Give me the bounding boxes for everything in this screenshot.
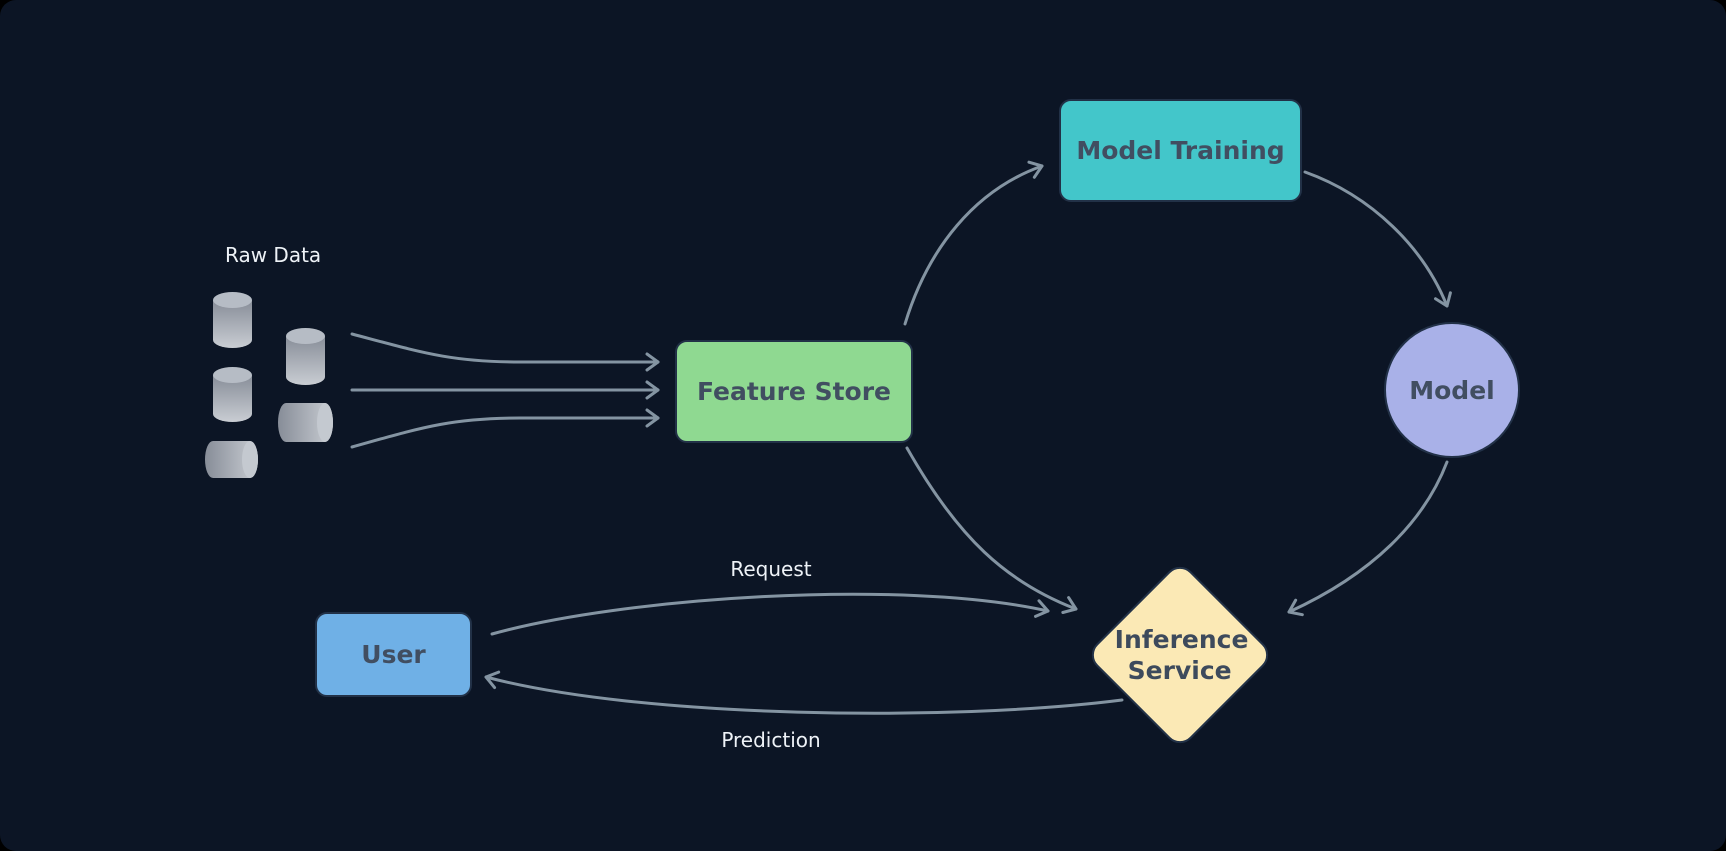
prediction-edge-label: Prediction (721, 728, 821, 752)
model-training-node: Model Training (1059, 99, 1302, 202)
inference-service-label: Inference Service (1115, 624, 1249, 685)
model-node: Model (1384, 322, 1520, 458)
raw-data-label: Raw Data (225, 243, 322, 267)
edge-featurestore-modeltraining (903, 160, 1044, 326)
database-cylinder-2 (286, 328, 325, 385)
edge-model-inference (1287, 460, 1449, 617)
feature-store-node: Feature Store (675, 340, 913, 443)
model-training-label: Model Training (1076, 136, 1285, 165)
edge-modeltraining-model (1303, 170, 1452, 308)
edge-rawdata-featurestore-3 (350, 408, 660, 449)
database-cylinder-4 (278, 403, 333, 442)
request-edge-label: Request (730, 557, 812, 581)
model-label: Model (1409, 375, 1495, 405)
edge-featurestore-inference (905, 446, 1078, 615)
edge-rawdata-featurestore-1 (350, 332, 660, 372)
database-cylinder-3 (213, 367, 252, 422)
user-node: User (315, 612, 472, 697)
edge-inference-user-prediction (484, 670, 1124, 715)
feature-store-label: Feature Store (696, 377, 892, 406)
edge-user-inference-request (490, 592, 1050, 636)
database-cylinder-5 (205, 441, 258, 478)
database-cylinder-1 (213, 292, 252, 348)
user-label: User (361, 640, 426, 669)
